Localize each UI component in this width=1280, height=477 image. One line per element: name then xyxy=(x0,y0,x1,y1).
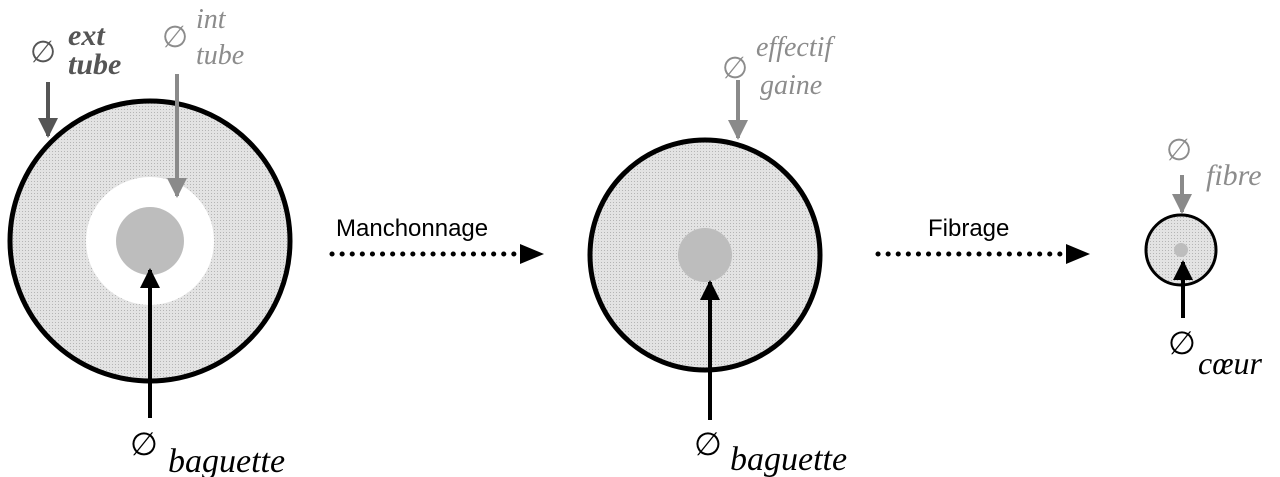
rod-label-1: ∅ baguette xyxy=(130,425,285,477)
fibre-label-text: fibre xyxy=(1206,159,1262,192)
int-diameter-symbol: ∅ xyxy=(162,20,188,55)
tube-stage: ∅ ext tube ∅ int tube ∅ baguette xyxy=(7,4,293,477)
sleeving-arrowhead xyxy=(520,244,544,264)
core-label: ∅ cœur xyxy=(1168,324,1263,381)
core-label-text: cœur xyxy=(1198,345,1263,381)
fibre-core xyxy=(1174,243,1188,257)
rod-diameter-symbol-1: ∅ xyxy=(130,425,158,463)
drawing-label: Fibrage xyxy=(928,215,1009,242)
drawing-step: Fibrage xyxy=(875,215,1090,264)
cladding-label-sup: effectif xyxy=(756,32,835,63)
sleeving-step: Manchonnage xyxy=(329,215,544,264)
cladding-label-sub: gaine xyxy=(760,70,822,101)
ext-diameter-symbol: ∅ xyxy=(30,35,56,70)
int-label-sup: int xyxy=(196,4,227,35)
rod-label-2: ∅ baguette xyxy=(694,425,847,477)
preform-stage: ∅ effectif gaine ∅ baguette xyxy=(587,32,847,477)
fibre-stage: ∅ fibre ∅ cœur xyxy=(1144,133,1263,381)
int-tube-label: ∅ int tube xyxy=(162,4,244,71)
ext-tube-label: ∅ ext tube xyxy=(30,19,121,81)
int-label-sub: tube xyxy=(196,40,244,71)
ext-label-sub: tube xyxy=(68,48,121,81)
rod-label-text-1: baguette xyxy=(168,443,285,477)
fibre-label: ∅ fibre xyxy=(1166,133,1262,192)
ext-label-sup: ext xyxy=(68,19,106,52)
drawing-arrowhead xyxy=(1066,244,1090,264)
cladding-diameter-symbol: ∅ xyxy=(722,51,748,86)
core-diameter-symbol: ∅ xyxy=(1168,324,1196,362)
rod-diameter-symbol-2: ∅ xyxy=(694,425,722,463)
cladding-label: ∅ effectif gaine xyxy=(722,32,835,101)
preform-core xyxy=(678,228,732,282)
rod-label-text-2: baguette xyxy=(730,441,847,477)
rod-core xyxy=(116,207,184,275)
sleeving-label: Manchonnage xyxy=(336,215,488,242)
fibre-diameter-symbol: ∅ xyxy=(1166,133,1192,168)
